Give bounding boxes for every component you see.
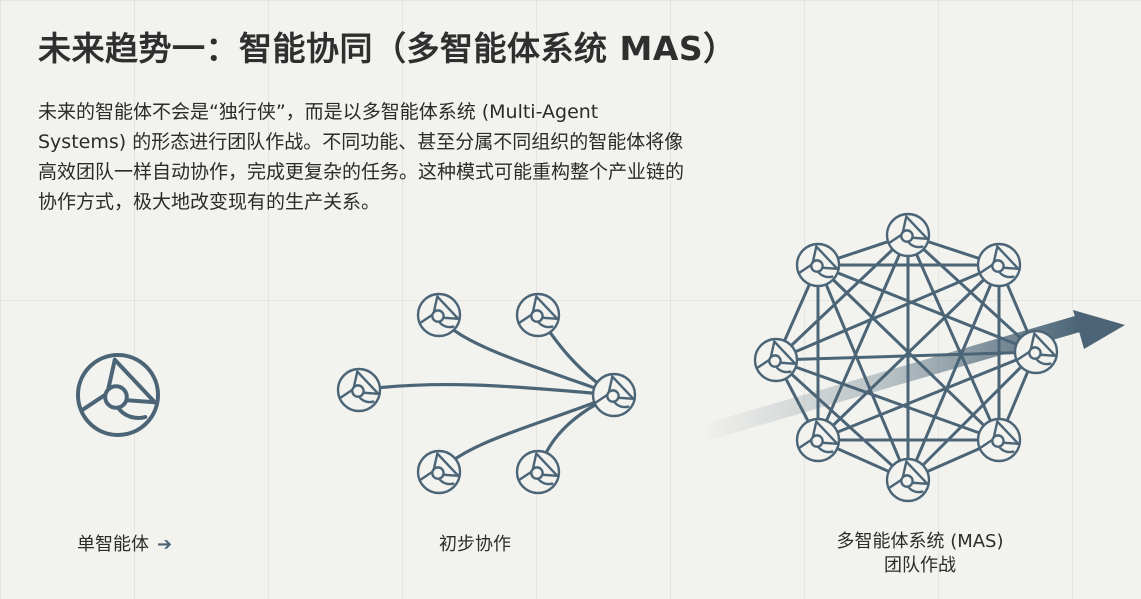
- mas-edge-5-7: [774, 358, 910, 482]
- initial-agent-node-icon-2: [515, 292, 561, 338]
- initial-hub-agent-node-icon: [591, 372, 637, 418]
- mas-edge-4-8: [816, 263, 1001, 442]
- mas-edge-1-7: [774, 233, 910, 362]
- mas-agent-node-icon-2: [976, 242, 1022, 288]
- mas-edge-3-5: [906, 350, 1038, 482]
- mas-agent-node-icon-5: [885, 457, 931, 503]
- mas-agent-node-icon-1: [885, 212, 931, 258]
- mas-edge-3-8: [816, 263, 1038, 354]
- mas-team-label: 多智能体系统 (MAS) 团队作战: [800, 530, 1040, 578]
- single-agent-label: 单智能体 ➔: [77, 530, 172, 556]
- mas-label-line2: 团队作战: [884, 555, 956, 576]
- initial-agent-node-icon-4: [416, 449, 462, 495]
- mas-agent-node-icon-8: [795, 242, 841, 288]
- mas-edge-1-6: [816, 233, 910, 442]
- mas-edge-2-5: [906, 263, 1001, 482]
- mas-agent-node-icon-6: [795, 417, 841, 463]
- mas-edge-3-6: [816, 350, 1038, 442]
- intro-paragraph: 未来的智能体不会是“独行侠”，而是以多智能体系统 (Multi-Agent Sy…: [38, 101, 685, 213]
- mas-label-line1: 多智能体系统 (MAS): [836, 531, 1004, 552]
- initial-agent-node-icon-1: [416, 292, 462, 338]
- page-title: 未来趋势一：智能协同（多智能体系统 MAS）: [38, 29, 737, 68]
- mas-agent-node-icon-4: [976, 417, 1022, 463]
- mas-edge-1-3: [906, 233, 1038, 354]
- initial-agent-node-icon-3: [336, 367, 382, 413]
- mas-edge-4-7: [774, 358, 1001, 442]
- mas-agent-node-icon-3: [1013, 329, 1059, 375]
- mas-agent-node-icon-7: [753, 337, 799, 383]
- trend-arrow-icon: [700, 310, 1125, 441]
- initial-collaboration-label: 初步协作: [439, 534, 511, 555]
- mas-edge-2-7: [774, 263, 1001, 362]
- mas-edge-5-8: [816, 263, 910, 482]
- right-arrow-icon: ➔: [157, 534, 173, 555]
- single-agent-label-text: 单智能体: [77, 534, 149, 555]
- single-agent-node-icon: [76, 353, 160, 437]
- agent-node-layer: [76, 212, 1059, 503]
- initial-agent-node-icon-5: [515, 449, 561, 495]
- initial-collaboration-edges: [357, 313, 616, 474]
